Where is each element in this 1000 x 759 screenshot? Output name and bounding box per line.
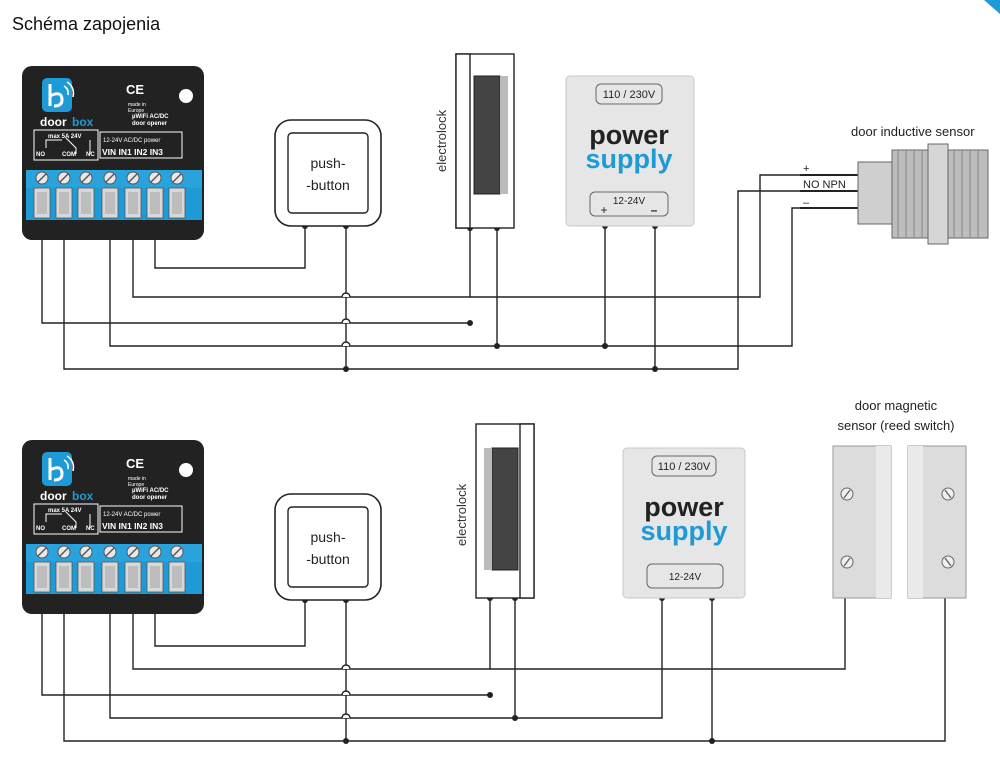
psu-word-supply-bottom: supply bbox=[640, 516, 727, 546]
psu-minus-label: – bbox=[651, 203, 658, 217]
relay-com-label: COM bbox=[62, 152, 76, 158]
psu-input-label-bottom: 110 / 230V bbox=[658, 461, 711, 473]
psu-word-supply: supply bbox=[585, 144, 672, 174]
psu-plus-label: + bbox=[600, 203, 607, 217]
electrolock-bottom: electrolock bbox=[454, 423, 535, 599]
made-in-label: made in bbox=[128, 102, 146, 108]
model-line1: µWiFi AC/DC bbox=[132, 114, 169, 120]
inductive-sensor: door inductive sensor + NO NPN – bbox=[800, 124, 989, 245]
relay-rating: max 5A 24V bbox=[48, 134, 81, 140]
push-button-label-1: push- bbox=[310, 155, 345, 171]
brand-door-bottom: door bbox=[40, 489, 67, 503]
sensor-no-npn-label: NO NPN bbox=[803, 179, 846, 191]
magnetic-sensor-title-2: sensor (reed switch) bbox=[837, 418, 954, 433]
page-title: Schéma zapojenia bbox=[12, 14, 161, 34]
psu-input-label: 110 / 230V bbox=[603, 89, 656, 101]
push-button-label-2: -button bbox=[306, 177, 350, 193]
brand-box: box bbox=[72, 115, 94, 129]
relay-nc-label-bottom: NC bbox=[86, 526, 95, 532]
electrolock-label: electrolock bbox=[434, 109, 449, 172]
push-button-label-1-bottom: push- bbox=[310, 529, 345, 545]
doorbox-module-bottom: CE made in Europe door box µWiFi AC/DC d… bbox=[20, 438, 206, 616]
relay-no-label: NO bbox=[36, 152, 45, 158]
push-button-bottom: push- -button bbox=[274, 493, 382, 601]
psu-output-label-bottom: 12-24V bbox=[669, 572, 702, 583]
corner-triangle-icon bbox=[984, 0, 1000, 14]
model-line2-bottom: door opener bbox=[132, 495, 168, 501]
electrolock-label-bottom: electrolock bbox=[454, 483, 469, 546]
sensor-minus-label: – bbox=[803, 197, 810, 209]
made-in-label-bottom: made in bbox=[128, 476, 146, 482]
power-supply-bottom: 110 / 230V power supply 12-24V bbox=[622, 447, 746, 599]
top-circuit: CE made in Europe door box µWiFi AC/DC d… bbox=[20, 53, 989, 372]
model-line2: door opener bbox=[132, 121, 168, 127]
ce-mark: CE bbox=[126, 82, 144, 97]
power-supply-top: 110 / 230V power supply 12-24V + – bbox=[565, 75, 695, 227]
relay-rating-bottom: max 5A 24V bbox=[48, 508, 81, 514]
magnetic-sensor: door magnetic sensor (reed switch) bbox=[832, 398, 967, 599]
inputs-label: VIN IN1 IN2 IN3 bbox=[102, 147, 163, 157]
bottom-circuit: CE made in Europe door box µWiFi AC/DC d… bbox=[20, 398, 967, 744]
made-in-label-2: Europe bbox=[128, 108, 144, 114]
ce-mark-bottom: CE bbox=[126, 456, 144, 471]
brand-door: door bbox=[40, 115, 67, 129]
magnetic-sensor-title-1: door magnetic bbox=[855, 398, 938, 413]
psu-output-label: 12-24V bbox=[613, 196, 646, 207]
power-label-bottom: 12-24V AC/DC power bbox=[103, 512, 160, 518]
inputs-label-bottom: VIN IN1 IN2 IN3 bbox=[102, 521, 163, 531]
relay-com-label-bottom: COM bbox=[62, 526, 76, 532]
electrolock-top: electrolock bbox=[434, 53, 515, 229]
bottom-wires bbox=[41, 595, 946, 744]
push-button-top: push- -button bbox=[274, 119, 382, 227]
model-line1-bottom: µWiFi AC/DC bbox=[132, 488, 169, 494]
psu-word-power: power bbox=[589, 120, 669, 150]
power-label: 12-24V AC/DC power bbox=[103, 138, 160, 144]
relay-no-label-bottom: NO bbox=[36, 526, 45, 532]
relay-nc-label: NC bbox=[86, 152, 95, 158]
doorbox-module-top: CE made in Europe door box µWiFi AC/DC d… bbox=[20, 64, 206, 242]
brand-box-bottom: box bbox=[72, 489, 94, 503]
inductive-sensor-title: door inductive sensor bbox=[851, 124, 975, 139]
made-in-label-2-bottom: Europe bbox=[128, 482, 144, 488]
psu-word-power-bottom: power bbox=[644, 492, 724, 522]
sensor-plus-label: + bbox=[803, 163, 809, 175]
reed-screw-icon bbox=[840, 487, 955, 569]
top-wires bbox=[41, 174, 800, 372]
push-button-label-2-bottom: -button bbox=[306, 551, 350, 567]
